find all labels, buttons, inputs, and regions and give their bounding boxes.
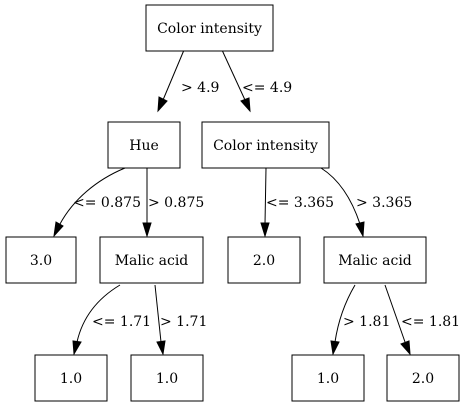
edge-label-root-hue: > 4.9: [181, 80, 219, 96]
node-leaf-2-0-mid: 2.0: [227, 236, 301, 284]
node-label: 1.0: [156, 371, 178, 387]
edge-label-malicR-leafD: <= 1.81: [401, 314, 460, 330]
arrow-head: [260, 222, 270, 238]
edge-label-color-leaf2: <= 3.365: [266, 195, 334, 211]
node-leaf-3-0: 3.0: [5, 236, 77, 284]
node-leaf-2-0-d: 2.0: [386, 354, 460, 402]
edge-label-hue-leaf3: <= 0.875: [73, 195, 141, 211]
arrow-head: [330, 340, 340, 356]
node-label: Malic acid: [115, 253, 189, 269]
edge-label-color-malic: > 3.365: [356, 195, 412, 211]
node-root: Color intensity: [145, 4, 274, 52]
node-label: 3.0: [30, 253, 52, 269]
edge-label-hue-malic: > 0.875: [148, 195, 204, 211]
node-leaf-1-0-a: 1.0: [34, 354, 108, 402]
edge-malicR-leafD: <= 1.81: [384, 284, 460, 356]
edge-label-root-color: <= 4.9: [242, 80, 292, 96]
edge-line: [384, 284, 406, 343]
edge-malicL-leafB: > 1.71: [154, 284, 207, 356]
edge-line: [162, 49, 185, 101]
arrow-head: [53, 221, 64, 238]
node-label: Color intensity: [213, 138, 318, 154]
node-label: 2.0: [412, 371, 434, 387]
edge-line: [221, 49, 246, 101]
arrow-head: [156, 340, 166, 356]
edge-root-color: <= 4.9: [221, 49, 292, 113]
node-label: Hue: [129, 138, 159, 154]
node-leaf-1-0-b: 1.0: [130, 354, 204, 402]
node-color-intensity-right: Color intensity: [201, 121, 330, 169]
edge-root-hue: > 4.9: [157, 49, 219, 113]
node-malic-left: Malic acid: [99, 236, 204, 284]
edge-color-leaf2: <= 3.365: [260, 167, 334, 238]
node-leaf-1-0-c: 1.0: [291, 354, 365, 402]
edge-label-malicL-leafA: <= 1.71: [92, 314, 151, 330]
arrow-head: [157, 96, 168, 113]
edge-hue-leaf3: <= 0.875: [53, 167, 141, 238]
edge-line: [334, 284, 356, 343]
edge-malicL-leafA: <= 1.71: [72, 284, 151, 356]
node-label: 1.0: [60, 371, 82, 387]
node-label: 1.0: [317, 371, 339, 387]
edge-malicR-leafC: > 1.81: [330, 284, 390, 356]
arrow-head: [72, 340, 82, 356]
edge-color-malic: > 3.365: [320, 167, 412, 238]
edge-hue-malic: > 0.875: [142, 168, 204, 238]
arrow-head: [355, 221, 365, 238]
edge-line: [264, 167, 267, 225]
edge-line: [154, 284, 162, 343]
edge-line: [76, 284, 121, 343]
arrow-head: [400, 340, 411, 356]
edge-line: [59, 167, 126, 225]
node-label: 2.0: [253, 253, 275, 269]
arrow-head: [240, 97, 251, 113]
edge-label-malicL-leafB: > 1.71: [160, 314, 207, 330]
arrow-head: [142, 222, 152, 238]
node-malic-right: Malic acid: [323, 236, 427, 284]
edge-line: [320, 167, 361, 225]
node-label: Color intensity: [157, 21, 262, 37]
node-hue: Hue: [107, 121, 181, 169]
edge-label-malicR-leafC: > 1.81: [343, 314, 390, 330]
node-label: Malic acid: [338, 253, 412, 269]
